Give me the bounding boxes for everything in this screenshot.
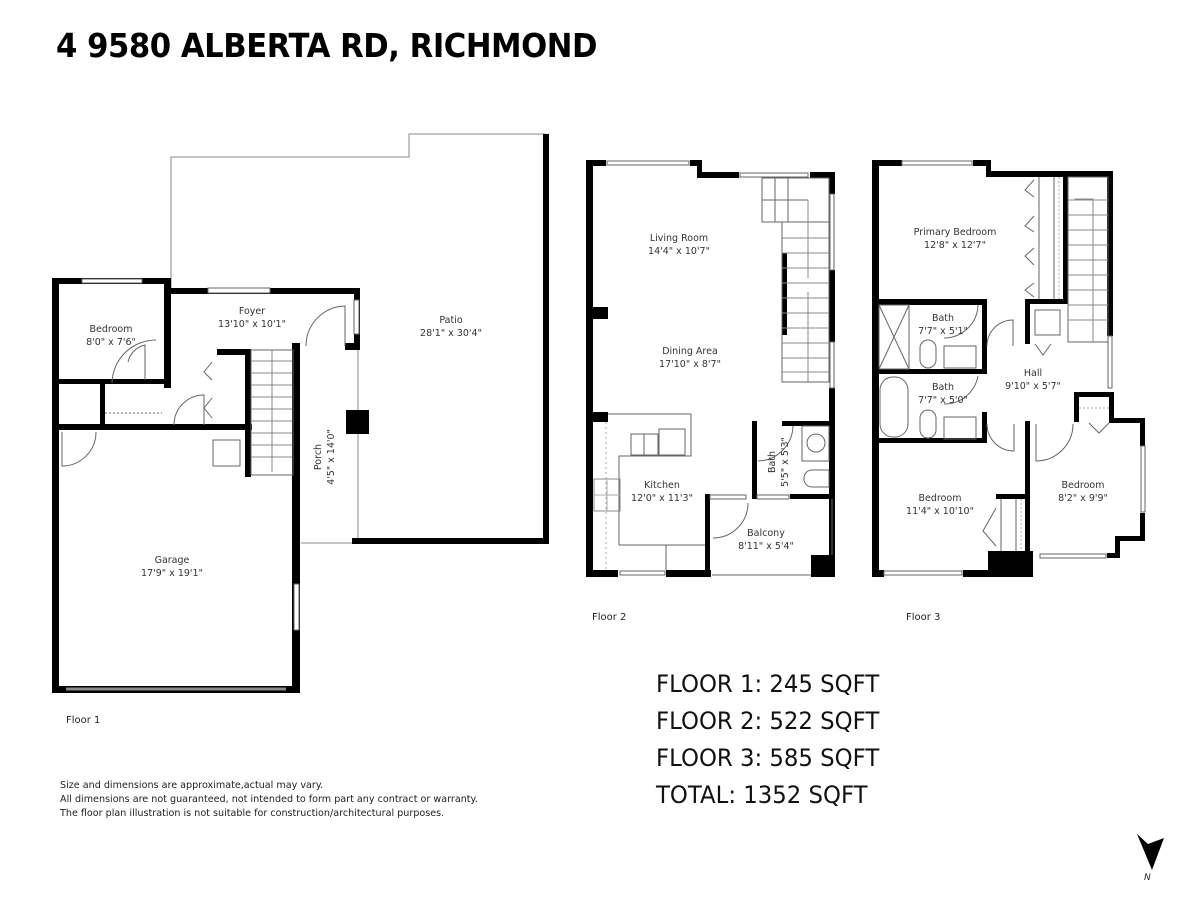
disclaimer: Size and dimensions are approximate,actu… [60, 779, 478, 821]
room-dims: 17'10" x 8'7" [659, 359, 721, 370]
disclaimer-line: All dimensions are not guaranteed, not i… [60, 794, 478, 805]
room-dims: 14'4" x 10'7" [648, 246, 710, 257]
floor-2-label: Floor 2 [592, 612, 627, 623]
room-dims: 9'10" x 5'7" [1005, 381, 1061, 392]
room-dims: 7'7" x 5'0" [918, 395, 968, 406]
room-name: Bath [767, 451, 778, 473]
room-name: Dining Area [662, 346, 718, 357]
room-dims: 8'0" x 7'6" [86, 337, 136, 348]
room-name: Balcony [747, 528, 785, 539]
room-dims: 8'2" x 9'9" [1058, 493, 1108, 504]
room-name: Living Room [650, 233, 708, 244]
floor-3-label: Floor 3 [906, 612, 941, 623]
floor-2-sqft: FLOOR 2: 522 SQFT [656, 707, 880, 735]
page-title: 4 9580 ALBERTA RD, RICHMOND [56, 26, 597, 65]
room-name: Bath [932, 313, 954, 324]
room-dims: 13'10" x 10'1" [218, 319, 286, 330]
room-dims: 8'11" x 5'4" [738, 541, 794, 552]
total-sqft: TOTAL: 1352 SQFT [656, 781, 868, 809]
room-dims: 12'8" x 12'7" [924, 240, 986, 251]
room-name: Hall [1024, 368, 1042, 379]
room-dims: 4'5" x 14'0" [326, 429, 337, 485]
room-dims: 7'7" x 5'1" [918, 326, 968, 337]
room-name: Patio [439, 315, 462, 326]
floor-2-walls [586, 160, 835, 577]
room-name: Primary Bedroom [914, 227, 997, 238]
square-footage-summary: FLOOR 1: 245 SQFT FLOOR 2: 522 SQFT FLOO… [656, 666, 879, 814]
disclaimer-line: Size and dimensions are approximate,actu… [60, 780, 324, 791]
north-arrow-icon [1137, 834, 1164, 870]
north-label: N [1144, 873, 1151, 883]
room-name: Bedroom [90, 324, 133, 335]
room-dims: 28'1" x 30'4" [420, 328, 482, 339]
floor-3-sqft: FLOOR 3: 585 SQFT [656, 744, 880, 772]
room-name: Garage [155, 555, 190, 566]
floor-1-label: Floor 1 [66, 715, 101, 726]
patio-outline [170, 133, 545, 290]
floor-1-sqft: FLOOR 1: 245 SQFT [656, 670, 880, 698]
room-name: Bedroom [919, 493, 962, 504]
room-dims: 12'0" x 11'3" [631, 493, 693, 504]
room-name: Bath [932, 382, 954, 393]
disclaimer-line: The floor plan illustration is not suita… [60, 808, 445, 819]
room-dims: 17'9" x 19'1" [141, 568, 203, 579]
room-name: Foyer [239, 306, 265, 317]
room-name: Bedroom [1062, 480, 1105, 491]
room-name: Porch [313, 444, 324, 470]
room-name: Kitchen [644, 480, 680, 491]
room-dims: 11'4" x 10'10" [906, 506, 974, 517]
floor-3-walls [872, 160, 1145, 577]
room-dims: 5'5" x 5'3" [780, 437, 791, 487]
